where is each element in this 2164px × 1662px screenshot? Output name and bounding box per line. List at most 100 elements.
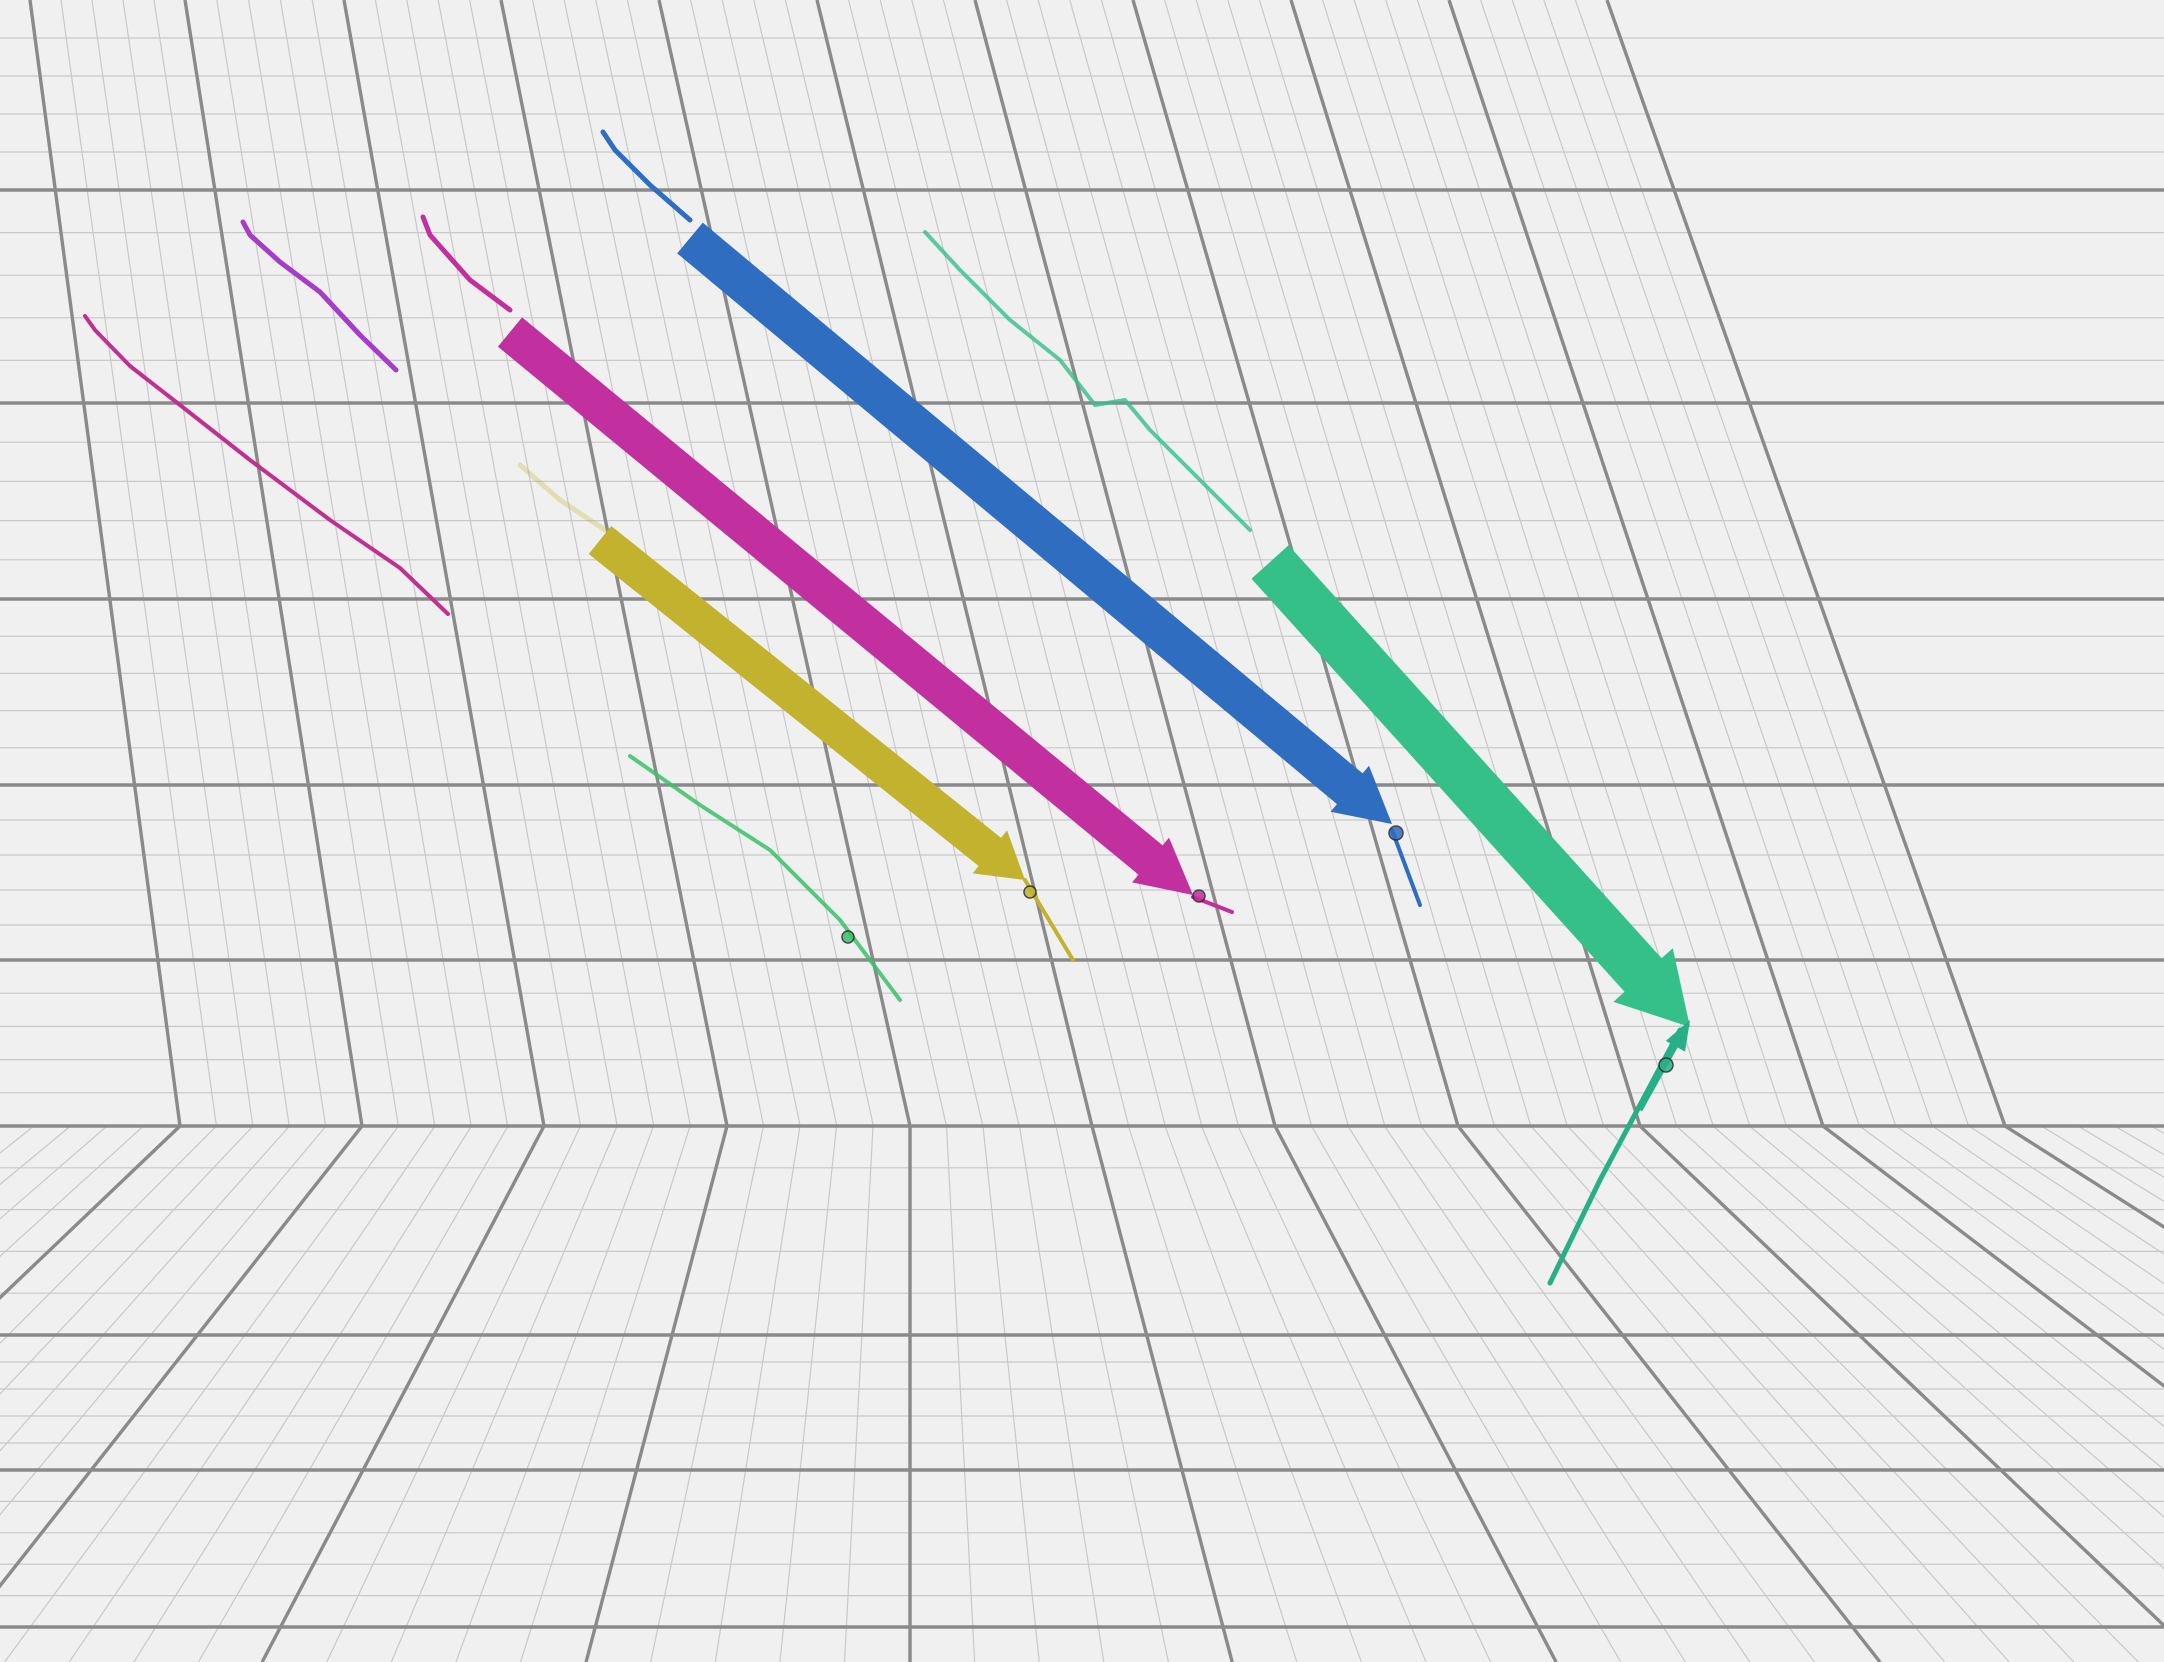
wall-minor-vline <box>1195 0 1532 1127</box>
floor-minor-vline <box>0 1125 290 1452</box>
floor-minor-vline <box>1785 1125 2164 1428</box>
floor-minor-vline <box>1932 1125 2164 1285</box>
blue-marker <box>1388 825 1404 841</box>
wall-minor-vline <box>1164 0 1495 1127</box>
floor-minor-vline <box>779 1125 838 1662</box>
floor-major-vline <box>0 1124 364 1589</box>
floor-major-grid <box>0 1124 2164 1662</box>
magenta-trajectory-tail <box>420 214 513 313</box>
floor-minor-vline <box>0 1125 254 1395</box>
floor-minor-vline <box>0 1125 144 1258</box>
wall-minor-vline <box>1258 0 1605 1127</box>
floor-minor-vline <box>1018 1125 1105 1662</box>
wall-minor-vline <box>1480 0 1860 1127</box>
teal-marker <box>1658 1057 1674 1073</box>
floor-minor-vline <box>1712 1125 2164 1518</box>
floor-minor-vline <box>0 1125 108 1220</box>
wall-minor-vline <box>374 0 582 1127</box>
floor-minor-vline <box>1749 1125 2164 1471</box>
floor-minor-vline <box>945 1125 976 1662</box>
floor-minor-vline <box>390 1125 618 1662</box>
cyan-green-trajectory-tail <box>923 230 1252 532</box>
blue-arrow <box>677 222 1392 824</box>
floor-minor-vline <box>455 1125 655 1662</box>
wall-minor-vline <box>216 0 399 1127</box>
wall-minor-vline <box>311 0 509 1127</box>
wall-minor-vline <box>1574 0 1970 1127</box>
wall-minor-vline <box>406 0 618 1127</box>
wall-minor-vline <box>1069 0 1386 1127</box>
floor-major-vline <box>1821 1124 2164 1389</box>
purple-trajectory <box>240 219 399 373</box>
wall-major-vline <box>183 0 364 1127</box>
teal-ground-trajectory <box>1547 1027 1683 1286</box>
floor-minor-vline <box>982 1125 1040 1662</box>
wall-minor-vline <box>1511 0 1897 1127</box>
floor-minor-vline <box>843 1125 874 1662</box>
wall-major-vline <box>973 0 1277 1127</box>
wall-minor-vline <box>784 0 1057 1127</box>
wall-minor-vline <box>626 0 874 1127</box>
floor-minor-vline <box>650 1125 765 1662</box>
floor-minor-vline <box>4 1125 399 1662</box>
wall-minor-vline <box>248 0 436 1127</box>
wall-minor-vline <box>60 0 217 1127</box>
floor-minor-vline <box>1237 1125 1492 1662</box>
floor-minor-vline <box>1859 1125 2164 1350</box>
floor-minor-vline <box>68 1125 436 1662</box>
wall-minor-vline <box>1353 0 1714 1127</box>
floor-minor-vline <box>197 1125 509 1662</box>
blue-trajectory-end <box>1390 828 1422 907</box>
floor-minor-vline <box>326 1125 582 1662</box>
wall-minor-vline <box>122 0 290 1127</box>
floor-minor-vline <box>1384 1125 1751 1662</box>
floor-major-vline <box>1638 1124 2164 1628</box>
wall-minor-vline <box>879 0 1166 1127</box>
olive-trajectory-tail <box>517 462 608 533</box>
floor-minor-vline <box>1164 1125 1362 1662</box>
wall-major-vline <box>28 0 182 1127</box>
blue-trajectory-tail <box>600 129 693 223</box>
floor-minor-vline <box>714 1125 801 1662</box>
floor-minor-vline <box>1494 1125 1946 1662</box>
floor-major-vline <box>1273 1125 1558 1662</box>
wall-minor-vline <box>1006 0 1313 1127</box>
floor-minor-vline <box>1567 1125 2075 1662</box>
floor-minor-vline <box>520 1125 691 1662</box>
wall-minor-vline <box>1543 0 1933 1127</box>
floor-major-vline <box>2004 1124 2164 1230</box>
magenta-arrow <box>497 317 1193 896</box>
back-wall-major-grid <box>0 0 2164 1127</box>
wall-minor-vline <box>1227 0 1568 1127</box>
green-marker <box>841 930 855 944</box>
wall-minor-vline <box>563 0 801 1127</box>
floor-minor-vline <box>1968 1125 2164 1255</box>
floor-major-vline <box>260 1125 546 1662</box>
olive-marker <box>1023 885 1037 899</box>
floor-minor-vline <box>1200 1125 1427 1662</box>
wall-major-vline <box>815 0 1094 1127</box>
olive-arrow <box>588 525 1025 880</box>
floor-minor-vline <box>0 1125 327 1516</box>
wall-minor-vline <box>437 0 655 1127</box>
floor-minor-vline <box>133 1125 473 1662</box>
green-thin-trajectory <box>628 754 902 1002</box>
floor-minor-vline <box>1676 1125 2164 1570</box>
wall-minor-vline <box>721 0 984 1127</box>
wall-minor-vline <box>1037 0 1349 1127</box>
wall-minor-vline <box>753 0 1020 1127</box>
floor-minor-vline <box>0 1125 217 1345</box>
cyan-green-arrow <box>1251 545 1690 1027</box>
floor-minor-grid <box>0 1125 2164 1662</box>
wall-major-vline <box>1447 0 1825 1127</box>
wall-major-vline <box>1605 0 2007 1127</box>
wall-minor-vline <box>1100 0 1422 1127</box>
magenta-marker <box>1192 889 1206 903</box>
wall-major-vline <box>342 0 546 1127</box>
floor-minor-vline <box>1310 1125 1622 1662</box>
wall-minor-vline <box>279 0 472 1127</box>
floor-minor-vline <box>1603 1125 2139 1662</box>
